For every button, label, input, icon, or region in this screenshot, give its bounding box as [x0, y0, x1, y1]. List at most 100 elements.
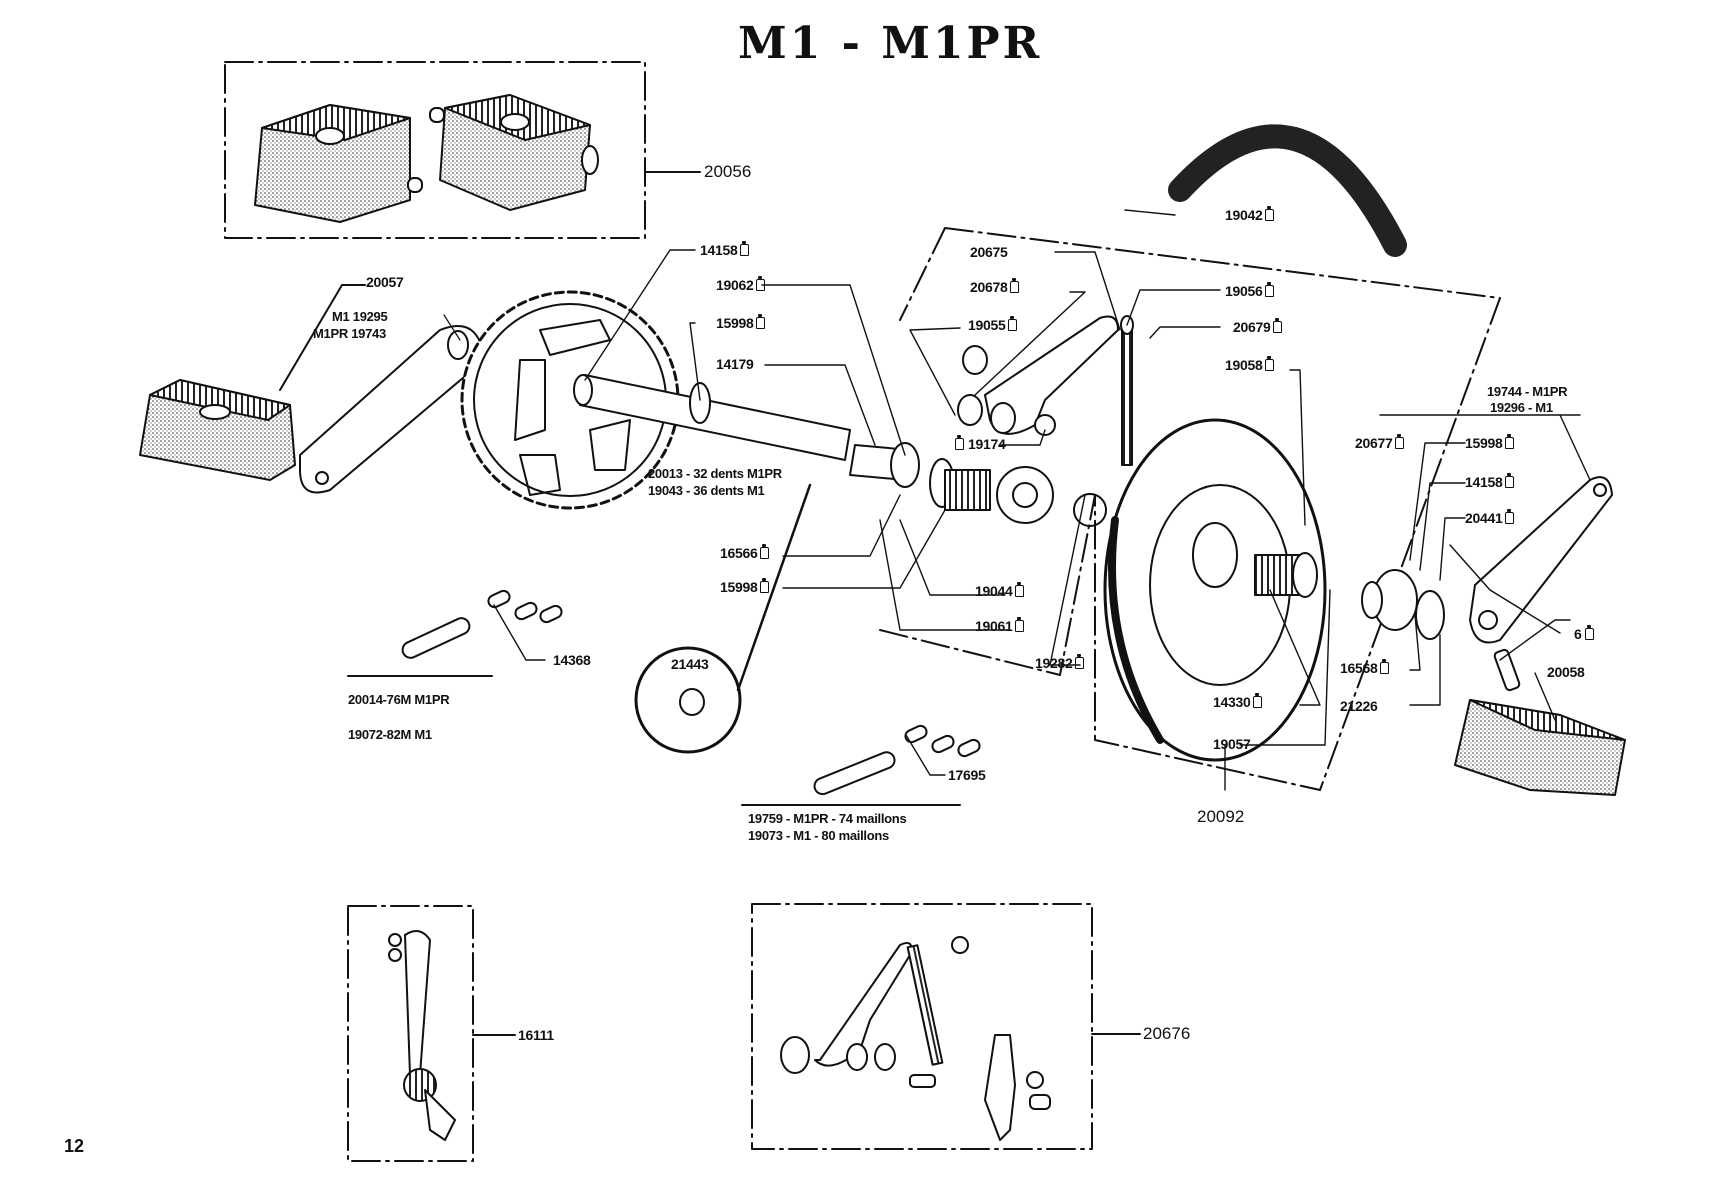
part-number: 19282 [1035, 655, 1073, 671]
label-20441: 20441 [1465, 509, 1515, 526]
part-number: 15998 [716, 315, 754, 331]
oil-can-icon [1265, 206, 1275, 221]
page-title: M1 - M1PR [738, 18, 1043, 69]
pulley-kit-box [879, 227, 1501, 791]
label-19174: 19174 [955, 435, 1006, 452]
label-19058: 19058 [1225, 356, 1275, 373]
right-pedal [1454, 699, 1626, 796]
label-sprocket-m1pr: 20013 - 32 dents M1PR [648, 466, 782, 481]
label-crank-right-m1: 19296 - M1 [1490, 400, 1553, 415]
label-21443: 21443 [671, 656, 709, 672]
label-14368: 14368 [553, 652, 591, 668]
drive-pulley [1103, 418, 1327, 762]
detail-circle-pointer [736, 483, 812, 692]
pedal-kit-box [224, 61, 646, 239]
oil-can-icon [1505, 473, 1515, 488]
oil-can-icon [756, 276, 766, 291]
leader-14368 [493, 604, 546, 661]
drive-belt [1168, 124, 1407, 257]
pedal-right-in-box [429, 94, 599, 211]
label-15998-b: 15998 [720, 578, 770, 594]
label-20679: 20679 [1233, 318, 1283, 334]
label-19061: 19061 [975, 617, 1025, 633]
label-6: 6 [1574, 625, 1594, 642]
chain-b [813, 724, 981, 796]
label-20057: 20057 [366, 274, 404, 290]
part-number: 16568 [1340, 660, 1378, 676]
label-crank-left-m1pr: M1PR 19743 [313, 326, 386, 341]
label-19042: 19042 [1225, 206, 1275, 223]
part-number: 19042 [1225, 207, 1263, 223]
label-chain-b-m1: 19073 - M1 - 80 maillons [748, 828, 889, 843]
oil-can-icon [1265, 282, 1275, 297]
label-19282: 19282 [1035, 654, 1085, 671]
lever-16111 [388, 930, 456, 1141]
oil-can-icon [756, 314, 766, 329]
oil-can-icon [1584, 625, 1594, 640]
return-spring [1120, 315, 1134, 466]
label-20056: 20056 [704, 162, 752, 181]
oil-can-icon [760, 544, 770, 559]
leader-lines [584, 209, 1591, 791]
page-number: 12 [64, 1136, 85, 1156]
label-14158-b: 14158 [1465, 473, 1515, 490]
crank-axle [573, 374, 1107, 527]
leader-left-crank [443, 314, 461, 341]
label-chain-b-m1pr: 19759 - M1PR - 74 maillons [748, 811, 907, 826]
oil-can-icon [1015, 582, 1025, 597]
label-17695: 17695 [948, 767, 986, 783]
right-crank-arm [1361, 476, 1613, 692]
label-15998-a: 15998 [716, 314, 766, 331]
label-14179: 14179 [716, 356, 754, 372]
part-number: 19062 [716, 277, 754, 293]
label-20092: 20092 [1197, 807, 1245, 826]
label-19057: 19057 [1213, 736, 1251, 752]
label-16566: 16566 [720, 544, 770, 561]
label-crank-right-m1pr: 19744 - M1PR [1487, 384, 1568, 399]
label-20676: 20676 [1143, 1024, 1191, 1043]
label-sprocket-m1: 19043 - 36 dents M1 [648, 483, 765, 498]
label-19055: 19055 [968, 316, 1018, 333]
oil-can-icon [1395, 434, 1405, 449]
part-number: 14330 [1213, 694, 1251, 710]
chainring-sprocket [460, 290, 680, 510]
oil-can-icon [1273, 318, 1283, 333]
part-number: 20678 [970, 279, 1008, 295]
oil-can-icon [740, 241, 750, 256]
part-number: 14158 [1465, 474, 1503, 490]
leader-17695 [905, 734, 946, 776]
label-chain-a-m1pr: 20014-76M M1PR [348, 692, 450, 707]
part-number: 15998 [1465, 435, 1503, 451]
label-16568: 16568 [1340, 659, 1390, 676]
part-number: 16566 [720, 545, 758, 561]
part-number: 19058 [1225, 357, 1263, 373]
left-pedal [139, 379, 296, 481]
part-number: 6 [1574, 626, 1582, 642]
label-21226: 21226 [1340, 698, 1378, 714]
clutch-lever-kit-box [751, 903, 1093, 1150]
leader-20057 [279, 284, 366, 391]
oil-can-icon [1008, 316, 1018, 331]
oil-can-icon [1505, 434, 1515, 449]
part-number: 19055 [968, 317, 1006, 333]
oil-can-icon [1075, 654, 1085, 669]
part-number: 19174 [968, 436, 1006, 452]
label-chain-a-m1: 19072-82M M1 [348, 727, 432, 742]
label-20678: 20678 [970, 278, 1020, 295]
part-number: 20441 [1465, 510, 1503, 526]
oil-can-icon [1380, 659, 1390, 674]
left-crank-arm [299, 325, 481, 494]
part-number: 19056 [1225, 283, 1263, 299]
oil-can-icon [955, 435, 964, 450]
part-number: 20677 [1355, 435, 1393, 451]
part-number: 14158 [700, 242, 738, 258]
label-20677: 20677 [1355, 434, 1405, 451]
clutch-lever-assembly [957, 315, 1119, 436]
oil-can-icon [1010, 278, 1020, 293]
label-14330: 14330 [1213, 693, 1263, 710]
oil-can-icon [1265, 356, 1275, 371]
label-20675: 20675 [970, 244, 1008, 260]
chain-a [401, 589, 563, 659]
